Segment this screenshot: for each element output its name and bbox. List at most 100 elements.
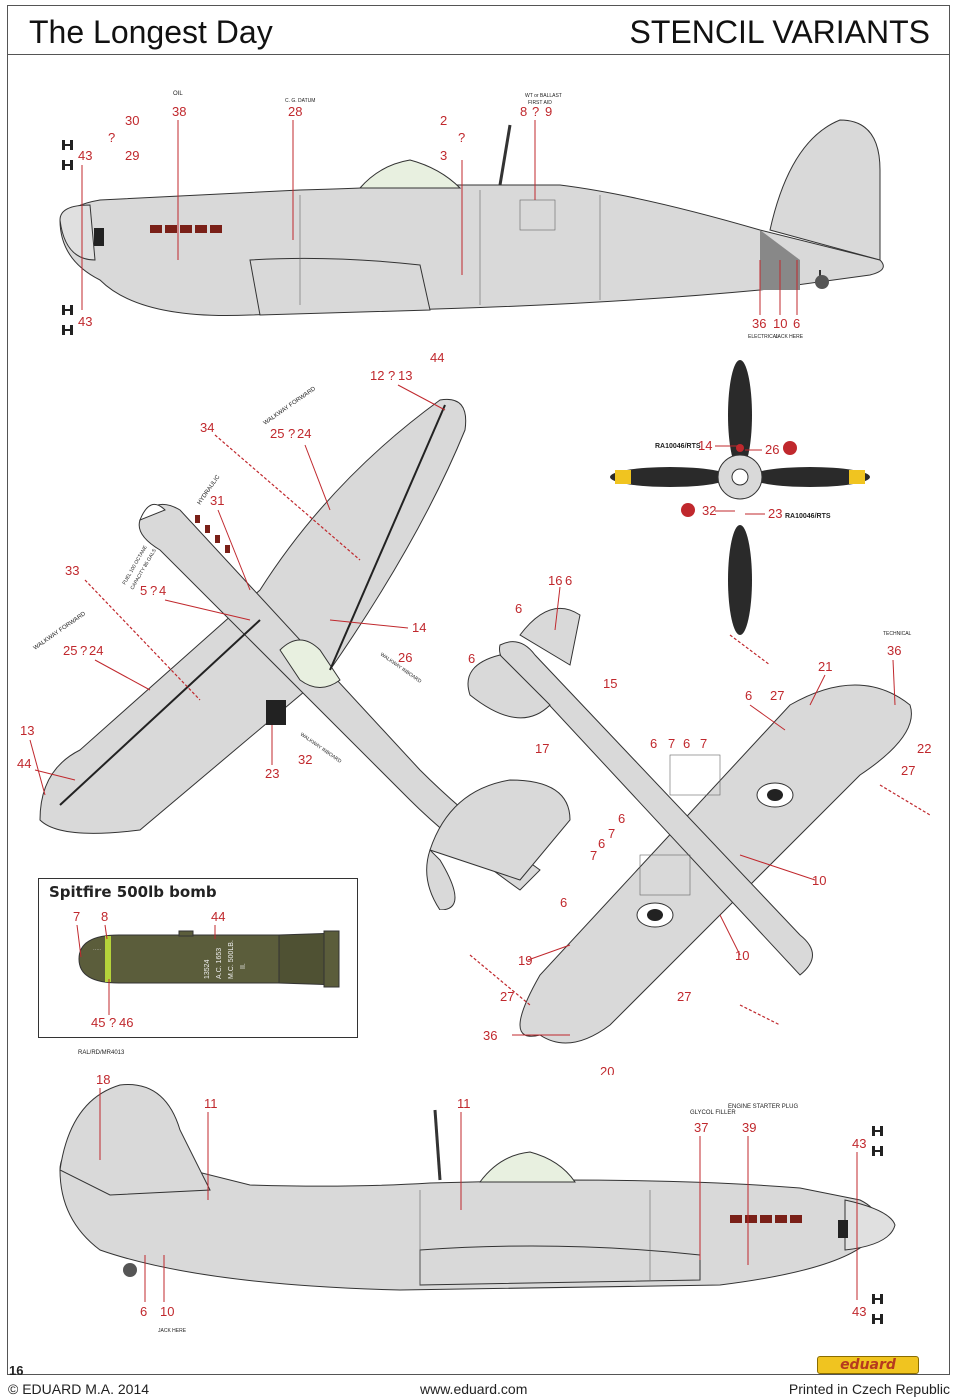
footer-website[interactable]: www.eduard.com [420, 1381, 528, 1397]
callout-44a: 44 [430, 350, 444, 365]
page-title: The Longest Day [29, 14, 273, 50]
callout-43b: 43 [78, 314, 92, 329]
callout-11a: 11 [204, 1096, 218, 1111]
label-electrical: ELECTRICAL [748, 334, 779, 340]
bomb-marking-4: II. [240, 963, 247, 969]
bomb-title: Spitfire 500lb bomb [49, 883, 217, 901]
label-wt-ballast: WT or BALLAST [525, 93, 562, 99]
callout-24a: 24 [297, 426, 311, 441]
footer: © EDUARD M.A. 2014 www.eduard.com Printe… [0, 1381, 960, 1400]
label-jack-here: JACK HERE [775, 334, 804, 340]
page-number: 16 [9, 1363, 24, 1378]
label-walkway-forward-1: WALKWAY FORWARD [263, 386, 318, 427]
bomb-marking-2: A.C. 1653 [216, 948, 223, 979]
callout-6g: 6 [618, 811, 625, 826]
callout-5: 5 [140, 583, 147, 598]
callout-36: 36 [752, 316, 766, 331]
callout-13a: 13 [398, 368, 412, 383]
callout-36a: 36 [887, 643, 901, 658]
callout-4: 4 [159, 583, 166, 598]
callout-17: 17 [535, 741, 549, 756]
label-oil: OIL [173, 91, 183, 97]
callout-26a: 26 [398, 650, 412, 665]
callout-27a: 27 [770, 688, 784, 703]
callout-q6: ? [150, 583, 157, 598]
callout-3: 3 [440, 148, 447, 163]
callout-25b: 25 [63, 643, 77, 658]
callout-7a: 7 [668, 736, 675, 751]
label-jack-here-bottom: JACK HERE [158, 1328, 187, 1334]
callout-10a: 10 [812, 873, 826, 888]
callout-6j: 6 [140, 1304, 147, 1319]
prop-code-2: RA10046/RTS [785, 513, 831, 520]
footer-printed: Printed in Czech Republic [788, 1381, 950, 1397]
label-glycol-filler: GLYCOL FILLER [690, 1110, 736, 1116]
callout-6b: 6 [515, 601, 522, 616]
callout-13b: 13 [20, 723, 34, 738]
label-first-aid: FIRST AID [528, 100, 552, 106]
callout-7d: 7 [590, 848, 597, 863]
callout-7b: 7 [700, 736, 707, 751]
callout-34: 34 [200, 420, 214, 435]
bomb-callout-q: ? [109, 1015, 116, 1030]
callout-33: 33 [65, 563, 79, 578]
section-title: STENCIL VARIANTS [629, 14, 931, 50]
callout-38: 38 [172, 104, 186, 119]
callout-29: 29 [125, 148, 139, 163]
callout-10c: 10 [160, 1304, 174, 1319]
callout-6c: 6 [468, 651, 475, 666]
callout-27d: 27 [677, 989, 691, 1004]
propeller-diagram: RA10046/RTS 14 26 32 23 RA10046/RTS [610, 360, 870, 635]
callout-12: 12 [370, 368, 384, 383]
prop-code-1: RA10046/RTS [655, 443, 701, 450]
callout-28: 28 [288, 104, 302, 119]
bomb-marking-3: M.C. 500LB. [228, 940, 235, 979]
callout-27c: 27 [500, 989, 514, 1004]
callout-6h: 6 [598, 836, 605, 851]
callout-43c: 43 [852, 1136, 866, 1151]
callout-32b: 23 [768, 506, 782, 521]
page-frame [7, 5, 950, 1375]
callout-21: 21 [818, 659, 832, 674]
callout-15: 15 [603, 676, 617, 691]
callout-7c: 7 [608, 826, 615, 841]
side-view-bottom: RAL/RD/MR4013 18 11 11 GLYCOL FILLER 37 … [59, 1050, 896, 1334]
callout-26b: 32 [298, 752, 312, 767]
header: The Longest Day STENCIL VARIANTS [7, 5, 950, 55]
bomb-callout-44: 44 [211, 909, 225, 924]
bomb-marking-1: 13524 [204, 959, 211, 979]
callout-14b: 23 [265, 766, 279, 781]
callout-43d: 43 [852, 1304, 866, 1319]
callout-24b: 24 [89, 643, 103, 658]
callout-2: 2 [440, 113, 447, 128]
callout-q7: ? [80, 643, 87, 658]
bomb-callout-7: 7 [73, 909, 80, 924]
bomb-callout-46: 46 [119, 1015, 133, 1030]
label-cg-datum: C. G. DATUM [285, 98, 315, 104]
callout-23a: 26 [765, 442, 779, 457]
callout-6: 6 [793, 316, 800, 331]
side-view-top: 43 30 ? 29 OIL 38 C. G. DATUM 28 2 ? 3 W… [59, 91, 884, 340]
bomb-callout-8: 8 [101, 909, 108, 924]
callout-27b: 27 [901, 763, 915, 778]
callout-25a: 25 [270, 426, 284, 441]
callout-31: 31 [210, 493, 224, 508]
callout-9: 9 [545, 104, 552, 119]
callout-q4: ? [388, 368, 395, 383]
callout-20: 20 [600, 1064, 614, 1075]
callout-43a: 43 [78, 148, 92, 163]
callout-6i: 6 [560, 895, 567, 910]
label-technical: TECHNICAL [883, 631, 912, 637]
callout-6e: 6 [650, 736, 657, 751]
callout-6a: 6 [565, 573, 572, 588]
callout-32a: 14 [698, 438, 712, 453]
callout-36b: 36 [483, 1028, 497, 1043]
callout-6f: 6 [683, 736, 690, 751]
callout-23b: 32 [702, 503, 716, 518]
callout-q5: ? [288, 426, 295, 441]
footer-copyright: © EDUARD M.A. 2014 [8, 1381, 150, 1397]
bomb-nose-marking: ····· [93, 947, 102, 953]
callout-14a: 14 [412, 620, 426, 635]
callout-19: 19 [518, 953, 532, 968]
label-engine-starter-plug: ENGINE STARTER PLUG [728, 1104, 798, 1110]
